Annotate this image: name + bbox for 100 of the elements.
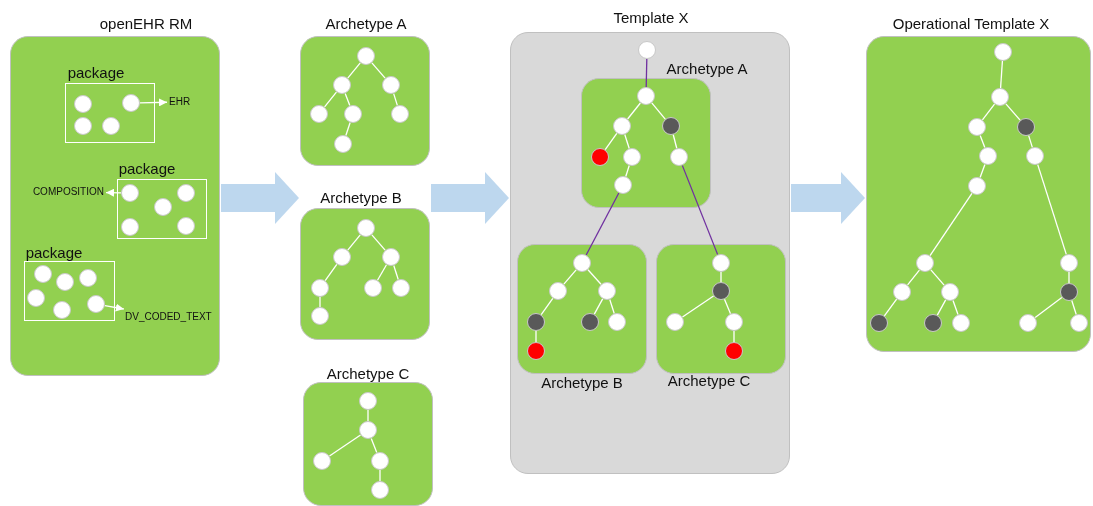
connector-line	[883, 298, 898, 317]
connector-line	[1037, 163, 1067, 256]
connector-line	[906, 269, 921, 286]
tree-node-circle	[177, 184, 195, 202]
tree-node-circle	[573, 254, 591, 272]
tree-node-circle	[74, 117, 92, 135]
connector-line	[609, 298, 615, 315]
tree-node-circle	[56, 273, 74, 291]
panel-heading: Template X	[613, 9, 689, 27]
connector-line	[370, 437, 378, 454]
connector-line	[672, 134, 678, 149]
connector-line	[393, 264, 399, 281]
tree-node-circle	[177, 217, 195, 235]
tree-node-circle	[121, 218, 139, 236]
tree-node-circle	[34, 265, 52, 283]
tree-node-circle	[333, 76, 351, 94]
connector-line	[323, 91, 338, 108]
tree-node-circle	[371, 452, 389, 470]
panel-heading: Archetype B	[541, 374, 623, 392]
connector-line	[535, 330, 537, 343]
tree-node-circle	[968, 118, 986, 136]
connector-line	[328, 434, 362, 457]
tree-node-circle	[666, 313, 684, 331]
arrow	[139, 98, 168, 107]
tree-node-circle	[968, 177, 986, 195]
tree-node-circle	[527, 342, 545, 360]
connector-line	[371, 234, 386, 251]
tree-node-circle	[662, 117, 680, 135]
tree-node-circle	[27, 289, 45, 307]
connector-line	[952, 299, 959, 316]
connector-line	[936, 299, 947, 316]
tree-node-circle	[79, 269, 97, 287]
connector-line	[981, 103, 996, 121]
tree-node-circle	[357, 219, 375, 237]
tree-node-circle	[334, 135, 352, 153]
package-heading: package	[25, 244, 83, 262]
tree-node-circle	[359, 392, 377, 410]
tree-node-circle	[154, 198, 172, 216]
connector-line	[345, 121, 351, 137]
connector-line	[376, 264, 388, 281]
tree-node-circle	[725, 313, 743, 331]
connector-line	[720, 271, 722, 283]
connector-line	[587, 269, 602, 285]
connector-line	[319, 296, 321, 308]
connector-line	[371, 62, 386, 79]
tree-node-circle	[614, 176, 632, 194]
tree-node-circle	[392, 279, 410, 297]
package-heading: package	[67, 64, 125, 82]
tree-node-circle	[1060, 283, 1078, 301]
tree-node-circle	[924, 314, 942, 332]
connector-line	[367, 409, 369, 422]
tree-node-circle	[952, 314, 970, 332]
connector-line	[999, 60, 1004, 89]
connector-line	[1071, 299, 1077, 316]
tree-node-circle	[382, 248, 400, 266]
connector-line	[979, 134, 986, 149]
tree-node-circle	[310, 105, 328, 123]
tree-node-circle	[725, 342, 743, 360]
tree-node-circle	[591, 148, 609, 166]
tree-node-circle	[382, 76, 400, 94]
connector-line	[347, 62, 361, 79]
panel-heading: openEHR RM	[99, 15, 193, 33]
connector-line	[593, 298, 604, 315]
tree-node-circle	[608, 313, 626, 331]
tree-node-circle	[1060, 254, 1078, 272]
tree-node-circle	[916, 254, 934, 272]
tree-node-circle	[527, 313, 545, 331]
tree-node-circle	[311, 307, 329, 325]
connector-line	[626, 102, 642, 120]
connector-line	[1034, 296, 1063, 319]
tree-node-circle	[371, 481, 389, 499]
panel-heading: Archetype C	[667, 372, 751, 390]
tree-node-circle	[598, 282, 616, 300]
connector-line	[651, 102, 666, 120]
panel-heading: Operational Template X	[892, 15, 1050, 33]
class-name-label: COMPOSITION	[32, 186, 104, 198]
tree-node-circle	[1017, 118, 1035, 136]
tree-node-circle	[623, 148, 641, 166]
tree-node-circle	[391, 105, 409, 123]
connector-line	[723, 298, 732, 315]
tree-node-circle	[53, 301, 71, 319]
tree-node-circle	[870, 314, 888, 332]
connector-line	[624, 133, 630, 150]
arrow	[105, 188, 122, 197]
tree-node-circle	[1070, 314, 1088, 332]
tree-node-circle	[344, 105, 362, 123]
tree-node-circle	[359, 421, 377, 439]
block-arrow	[221, 172, 299, 224]
package-heading: package	[118, 160, 176, 178]
connector-line	[1068, 271, 1070, 284]
connector-line	[929, 192, 973, 257]
tree-node-circle	[102, 117, 120, 135]
tree-node-circle	[991, 88, 1009, 106]
tree-node-circle	[122, 94, 140, 112]
connector-line	[625, 164, 630, 178]
tree-node-circle	[121, 184, 139, 202]
connector-line	[540, 297, 554, 316]
tree-node-circle	[581, 313, 599, 331]
tree-node-circle	[1026, 147, 1044, 165]
connector-line	[930, 269, 945, 286]
